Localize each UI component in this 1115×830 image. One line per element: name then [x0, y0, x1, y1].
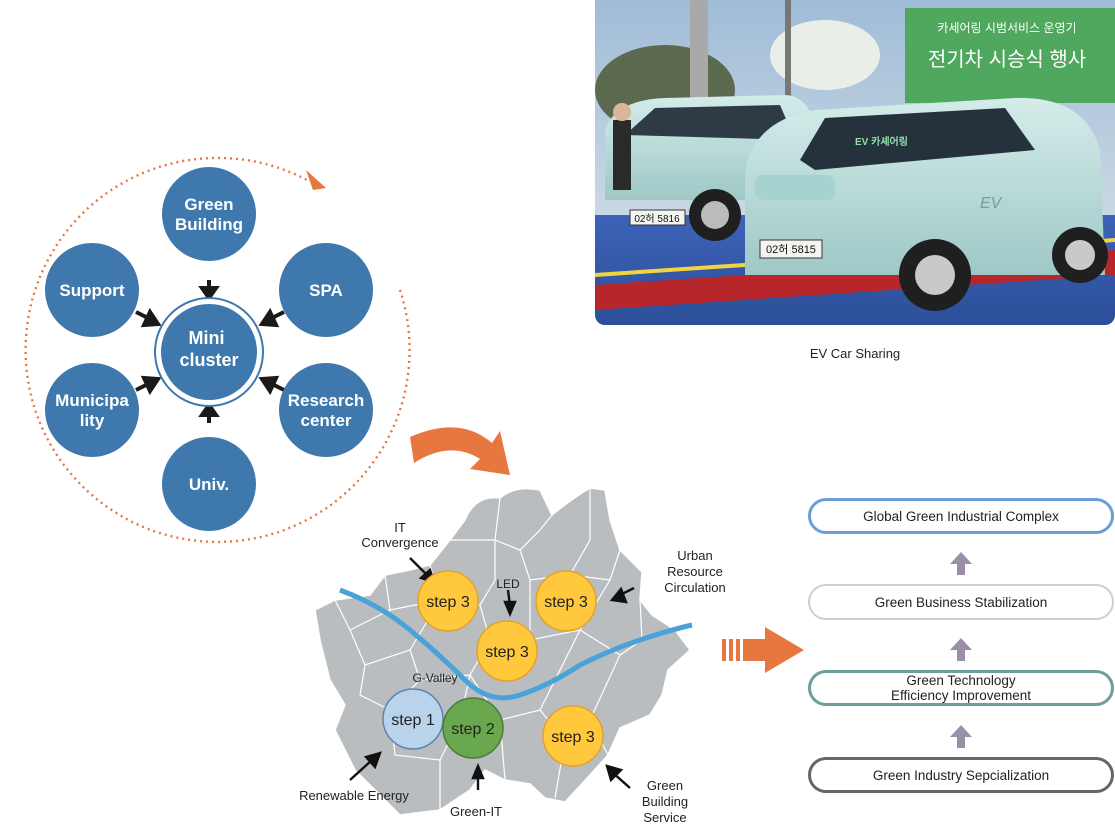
up-arrow-icon	[950, 638, 972, 661]
event-banner	[905, 8, 1115, 103]
step-marker-urban	[535, 570, 597, 632]
step-label-g-valley: step 1	[391, 712, 435, 729]
striped-orange-arrow	[722, 627, 804, 673]
step-marker-it-convergence	[417, 570, 479, 632]
step-label-it-convergence: step 3	[426, 594, 470, 611]
svg-text:02허 5816: 02허 5816	[634, 213, 680, 225]
stage-box-2: Green Business Stabilization	[808, 584, 1114, 620]
step-marker-g-valley	[382, 688, 444, 750]
cluster-node-label-univ: Univ.	[189, 475, 229, 494]
svg-text:EV: EV	[980, 195, 1003, 212]
cluster-node-univ	[162, 437, 256, 531]
cluster-node-municipality	[45, 363, 139, 457]
curved-orange-arrow	[410, 427, 510, 475]
step-label-led: step 3	[485, 644, 529, 661]
up-arrow-icon	[950, 725, 972, 748]
cluster-node-label-spa: SPA	[309, 281, 343, 300]
step-label-green-building-service: step 3	[551, 729, 595, 746]
cluster-node-spa	[279, 243, 373, 337]
step-marker-led	[476, 620, 538, 682]
mini-cluster-node	[161, 304, 257, 400]
step-label-green-it: step 2	[451, 721, 495, 738]
cluster-node-research-center	[279, 363, 373, 457]
stage-box-3: Green Technology Efficiency Improvement	[808, 670, 1114, 706]
cluster-node-label-support: Support	[59, 281, 124, 300]
step-marker-green-it	[442, 697, 504, 759]
up-arrow-icon	[950, 552, 972, 575]
svg-text:전기차 시승식 행사: 전기차 시승식 행사	[928, 48, 1086, 71]
svg-text:02허 5815: 02허 5815	[766, 243, 816, 256]
cycle-dotted-arc	[24, 156, 411, 544]
label-led: LED	[496, 577, 520, 591]
label-g-valley: G-Valley	[412, 671, 457, 685]
step-label-urban: step 3	[544, 594, 588, 611]
ev-car-sharing-photo: 카세어링 시범서비스 운영기 전기차 시승식 행사 02허 5816 EV 카셰…	[595, 0, 1115, 325]
cluster-node-support	[45, 243, 139, 337]
svg-text:EV 카셰어링: EV 카셰어링	[855, 135, 908, 148]
mini-cluster-label: Mini cluster	[179, 328, 238, 370]
cluster-node-green-building	[162, 167, 256, 261]
cycle-arrowhead	[306, 170, 326, 190]
label-renewable: Renewable Energy	[299, 788, 409, 803]
svg-text:카세어링 시범서비스 운영기: 카세어링 시범서비스 운영기	[937, 21, 1076, 35]
photo-caption: EV Car Sharing	[809, 346, 901, 361]
label-green-it: Green-IT	[450, 804, 502, 819]
stage-box-1: Global Green Industrial Complex	[808, 498, 1114, 534]
step-marker-green-building-service	[542, 705, 604, 767]
han-river	[339, 587, 693, 701]
stage-box-4: Green Industry Sepcialization	[808, 757, 1114, 793]
